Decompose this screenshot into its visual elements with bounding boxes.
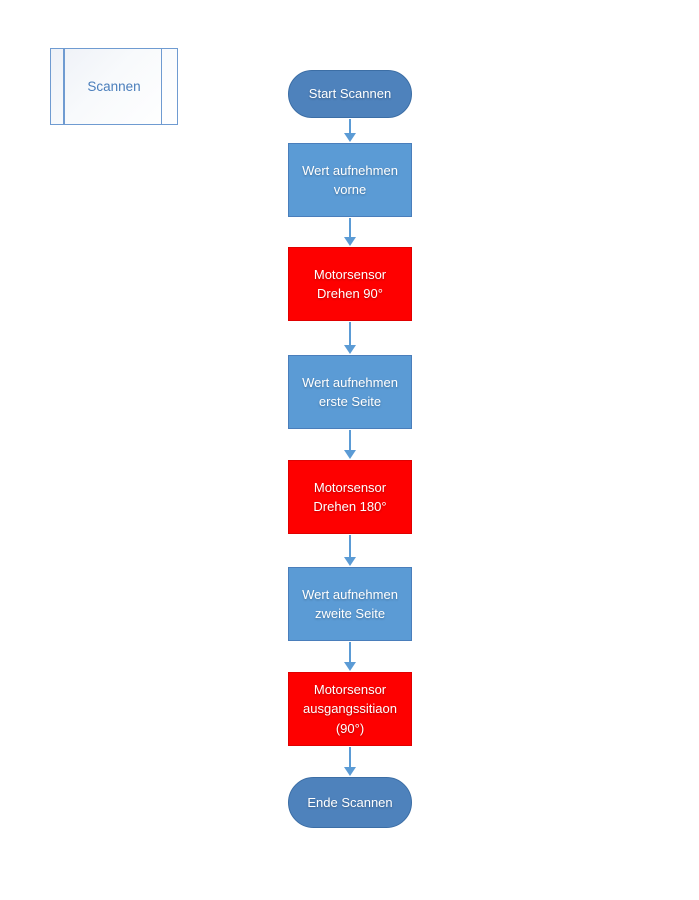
flow-node-ende: Ende Scannen [288, 777, 412, 828]
flow-node-wert-aufnehmen-zweite-seite: Wert aufnehmen zweite Seite [288, 567, 412, 641]
arrow-head-icon [344, 237, 356, 246]
arrow-down-4 [344, 430, 356, 459]
predef-left-line [63, 49, 65, 124]
flow-node-wert-aufnehmen-erste-seite: Wert aufnehmen erste Seite [288, 355, 412, 429]
arrow-down-3 [344, 322, 356, 354]
flow-node-motorsensor-drehen-90: Motorsensor Drehen 90° [288, 247, 412, 321]
flow-node-wert-aufnehmen-vorne: Wert aufnehmen vorne [288, 143, 412, 217]
arrow-head-icon [344, 345, 356, 354]
arrow-stem [349, 322, 351, 346]
arrow-down-7 [344, 747, 356, 776]
flow-node-motorsensor-drehen-180: Motorsensor Drehen 180° [288, 460, 412, 534]
arrow-head-icon [344, 557, 356, 566]
arrow-head-icon [344, 767, 356, 776]
arrow-stem [349, 642, 351, 663]
arrow-stem [349, 747, 351, 768]
arrow-stem [349, 430, 351, 451]
arrow-head-icon [344, 662, 356, 671]
title-box-scannen: Scannen [50, 48, 178, 125]
arrow-down-5 [344, 535, 356, 566]
arrow-head-icon [344, 133, 356, 142]
arrow-stem [349, 119, 351, 134]
predef-right-line [160, 49, 162, 124]
arrow-down-6 [344, 642, 356, 671]
arrow-down-1 [344, 119, 356, 142]
arrow-stem [349, 218, 351, 238]
flow-node-start: Start Scannen [288, 70, 412, 118]
arrow-stem [349, 535, 351, 558]
flow-node-motorsensor-ausgangssituation: Motorsensor ausgangssitiaon (90°) [288, 672, 412, 746]
arrow-head-icon [344, 450, 356, 459]
arrow-down-2 [344, 218, 356, 246]
title-box-label: Scannen [87, 79, 141, 94]
